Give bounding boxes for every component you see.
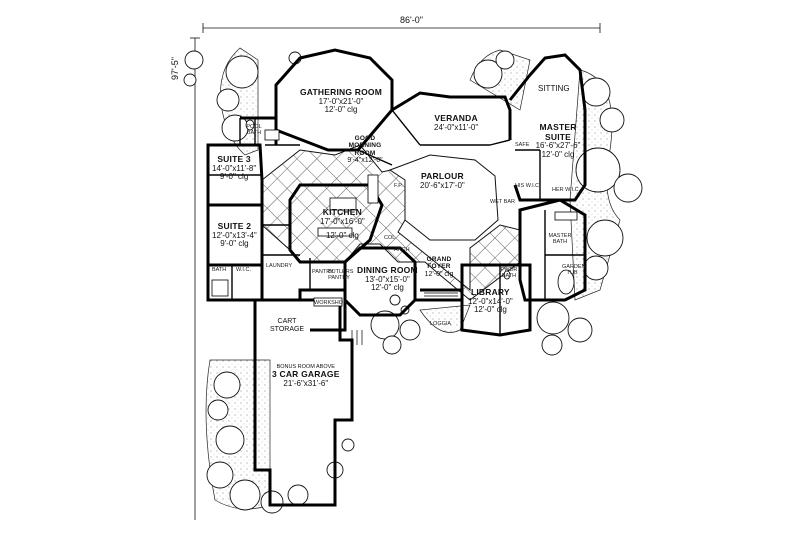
room-name: GATHERING ROOM — [300, 87, 382, 97]
room-size: 14'-0"x11'-8" — [212, 163, 257, 173]
room-master-suite: MASTER SUITE 16'-6"x27'-6" 12'-0" clg — [533, 122, 583, 160]
label-wet-bar: WET BAR — [490, 199, 515, 205]
room-name: VERANDA — [434, 113, 478, 123]
room-parlour: PARLOUR 20'-6"x17'-0" — [420, 171, 465, 190]
room-sitting: SITTING — [538, 84, 570, 94]
label-arch: ARCH — [394, 247, 410, 253]
steps — [351, 292, 458, 345]
room-ceiling: 12'-0" clg — [424, 270, 454, 278]
label-pwdr-bath: PWDR BATH — [500, 267, 518, 279]
room-name: KITCHEN — [322, 207, 362, 217]
fixtures — [211, 119, 578, 307]
room-suite2: SUITE 2 12'-0"x13'-4" 9'-0" clg — [212, 221, 257, 249]
room-ceiling: 12'-0" clg — [541, 149, 575, 159]
room-dining: DINING ROOM 13'-0"x15'-0" 12'-0" clg — [357, 265, 418, 293]
room-name: GRAND FOYER — [426, 256, 452, 271]
room-size: 16'-6"x27'-6" — [535, 141, 581, 151]
room-garage: BONUS ROOM ABOVE 3 CAR GARAGE 21'-6"x31'… — [272, 364, 340, 389]
room-size: 12'-0"x13'-4" — [212, 230, 257, 240]
label-butlers-pantry: BUTLERS PANTRY — [328, 269, 354, 281]
room-name: SITTING — [538, 84, 570, 93]
room-ceiling: 12'-0" clg — [473, 305, 507, 315]
room-library: LIBRARY 12'-0"x14'-0" 12'-0" clg — [468, 287, 513, 315]
label-bath: BATH — [212, 267, 227, 273]
room-name: GOOD MORNING ROOM — [348, 135, 382, 157]
room-name: CART STORAGE — [270, 318, 305, 333]
label-garden-tub: GARDEN TUB — [562, 264, 586, 276]
room-name: PARLOUR — [420, 171, 464, 181]
room-cart-storage: CART STORAGE — [270, 318, 304, 334]
label-pool-bath: POOL BATH — [246, 124, 262, 136]
label-master-bath: MASTER BATH — [548, 233, 572, 245]
label-col: COL — [384, 235, 396, 241]
room-ceiling: 12'-0" clg — [324, 105, 358, 115]
dimension-lines — [190, 23, 601, 520]
room-kitchen: KITCHEN 17'-0"x16'-0" 12'-0" clg — [320, 207, 365, 241]
label-workshop: WORKSHOP — [314, 300, 347, 306]
room-ceiling: 9'-0" clg — [219, 172, 249, 182]
room-ceiling: 12'-0" clg — [325, 231, 359, 241]
room-size: 17'-0"x16'-0" — [320, 216, 365, 226]
trees — [183, 50, 643, 514]
label-wic: W.I.C. — [236, 267, 251, 273]
room-name: DINING ROOM — [357, 265, 418, 275]
room-size: 24'-0"x11'-0" — [434, 122, 479, 132]
room-name: SUITE 3 — [217, 154, 251, 164]
label-fp: F.P. — [394, 183, 403, 189]
label-pantry: PANTRY — [312, 269, 334, 275]
label-safe: SAFE — [515, 142, 530, 148]
room-veranda: VERANDA 24'-0"x11'-0" — [434, 113, 479, 132]
width-dimension: 86'-0" — [400, 15, 423, 25]
label-his-wic: HIS W.I.C. — [515, 183, 541, 189]
label-laundry: LAUNDRY — [266, 263, 293, 269]
room-name: SUITE 2 — [217, 221, 252, 231]
interior-walls — [208, 109, 585, 335]
room-size: 21'-6"x31'-6" — [283, 378, 329, 388]
room-size: 17'-0"x21'-0" — [318, 96, 364, 106]
room-size: 20'-6"x17'-0" — [420, 180, 465, 190]
room-note: BONUS ROOM ABOVE — [276, 364, 335, 370]
room-ceiling: 9'-0" clg — [220, 239, 249, 249]
room-suite3: SUITE 3 14'-0"x11'-8" 9'-0" clg — [212, 154, 257, 182]
label-loggia: LOGGIA — [430, 321, 452, 327]
room-name: MASTER SUITE — [539, 122, 577, 142]
room-name: 3 CAR GARAGE — [272, 369, 340, 380]
room-name: LIBRARY — [470, 287, 510, 297]
label-her-wic: HER W.I.C. — [552, 187, 581, 193]
room-good-morning: GOOD MORNING ROOM 9'-4"x12'-0" — [340, 135, 390, 165]
room-size: 12'-0"x14'-0" — [468, 296, 513, 306]
room-size: 9'-4"x12'-0" — [347, 156, 383, 164]
room-grand-foyer: GRAND FOYER 12'-0" clg — [420, 256, 458, 278]
depth-dimension: 97'-5" — [170, 57, 180, 80]
room-gathering: GATHERING ROOM 17'-0"x21'-0" 12'-0" clg — [300, 87, 382, 115]
room-ceiling: 12'-0" clg — [370, 283, 404, 293]
room-size: 13'-0"x15'-0" — [365, 274, 410, 284]
